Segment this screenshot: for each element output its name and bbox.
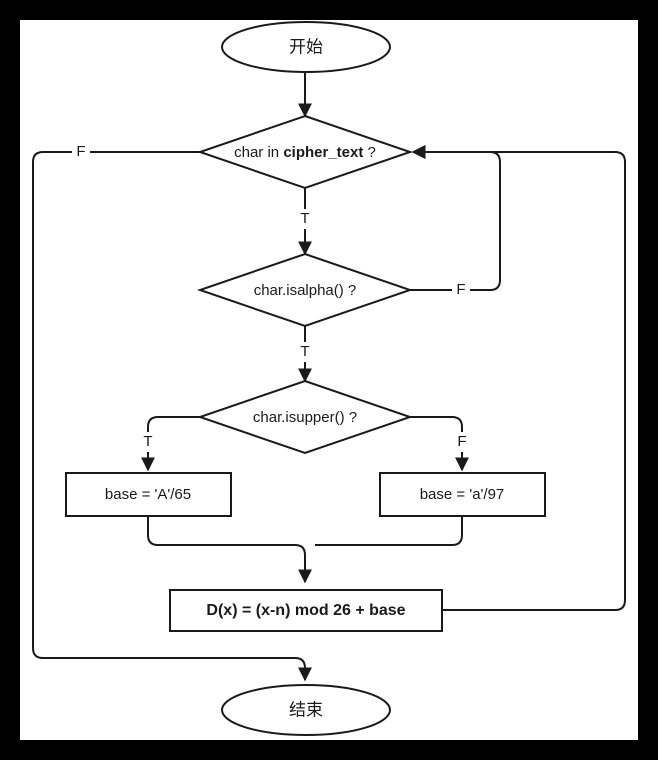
edge-label-isalpha-false: F [456,281,465,298]
edge-base-lower-to-formula [315,516,463,546]
edge-label-bg-isupper-true [139,432,157,452]
node-end[interactable] [221,684,391,736]
node-process-base-lower-label: base = 'a'/97 [420,486,505,503]
edge-label-bg-in-cipher-false [72,142,90,162]
edge-label-isalpha-true: T [300,343,309,360]
node-decision-isalpha[interactable] [196,252,414,328]
node-process-formula-label: D(x) = (x-n) mod 26 + base [206,602,405,619]
edge-formula-loop-to-in-cipher [411,145,626,611]
edge-isalpha-false-to-in-cipher [410,145,501,291]
edge-base-upper-to-formula [147,516,312,584]
edge-label-bg-in-cipher-true [296,209,314,229]
edge-label-bg-isalpha-false [452,280,470,300]
in-cipher-suffix: ? [363,144,376,161]
edge-label-isupper-true: T [143,433,152,450]
in-cipher-bold: cipher_text [283,144,363,161]
node-process-base-lower[interactable] [379,472,546,517]
edge-label-bg-isupper-false [453,432,471,452]
edge-in-cipher-false-to-end [32,151,312,682]
in-cipher-prefix: char in [234,144,283,161]
edge-isupper-false-to-base-lower [410,416,469,472]
edge-label-isupper-false: F [457,433,466,450]
edge-isupper-true-to-base-upper [141,416,200,472]
node-process-formula[interactable] [169,589,443,632]
node-process-base-upper[interactable] [65,472,232,517]
node-decision-in-cipher-label: char in cipher_text ? [234,144,376,161]
node-decision-isalpha-label: char.isalpha() ? [254,282,357,299]
node-decision-isupper[interactable] [196,379,414,455]
node-decision-isupper-label: char.isupper() ? [253,409,357,426]
edge-label-in-cipher-true: T [300,210,309,227]
node-end-label: 结束 [289,700,323,719]
edge-label-in-cipher-false: F [76,143,85,160]
edge-label-bg-isalpha-true [296,342,314,362]
node-decision-in-cipher[interactable] [196,114,414,190]
node-process-base-upper-label: base = 'A'/65 [105,486,191,503]
node-start-label: 开始 [289,37,323,56]
node-start[interactable] [221,21,391,73]
